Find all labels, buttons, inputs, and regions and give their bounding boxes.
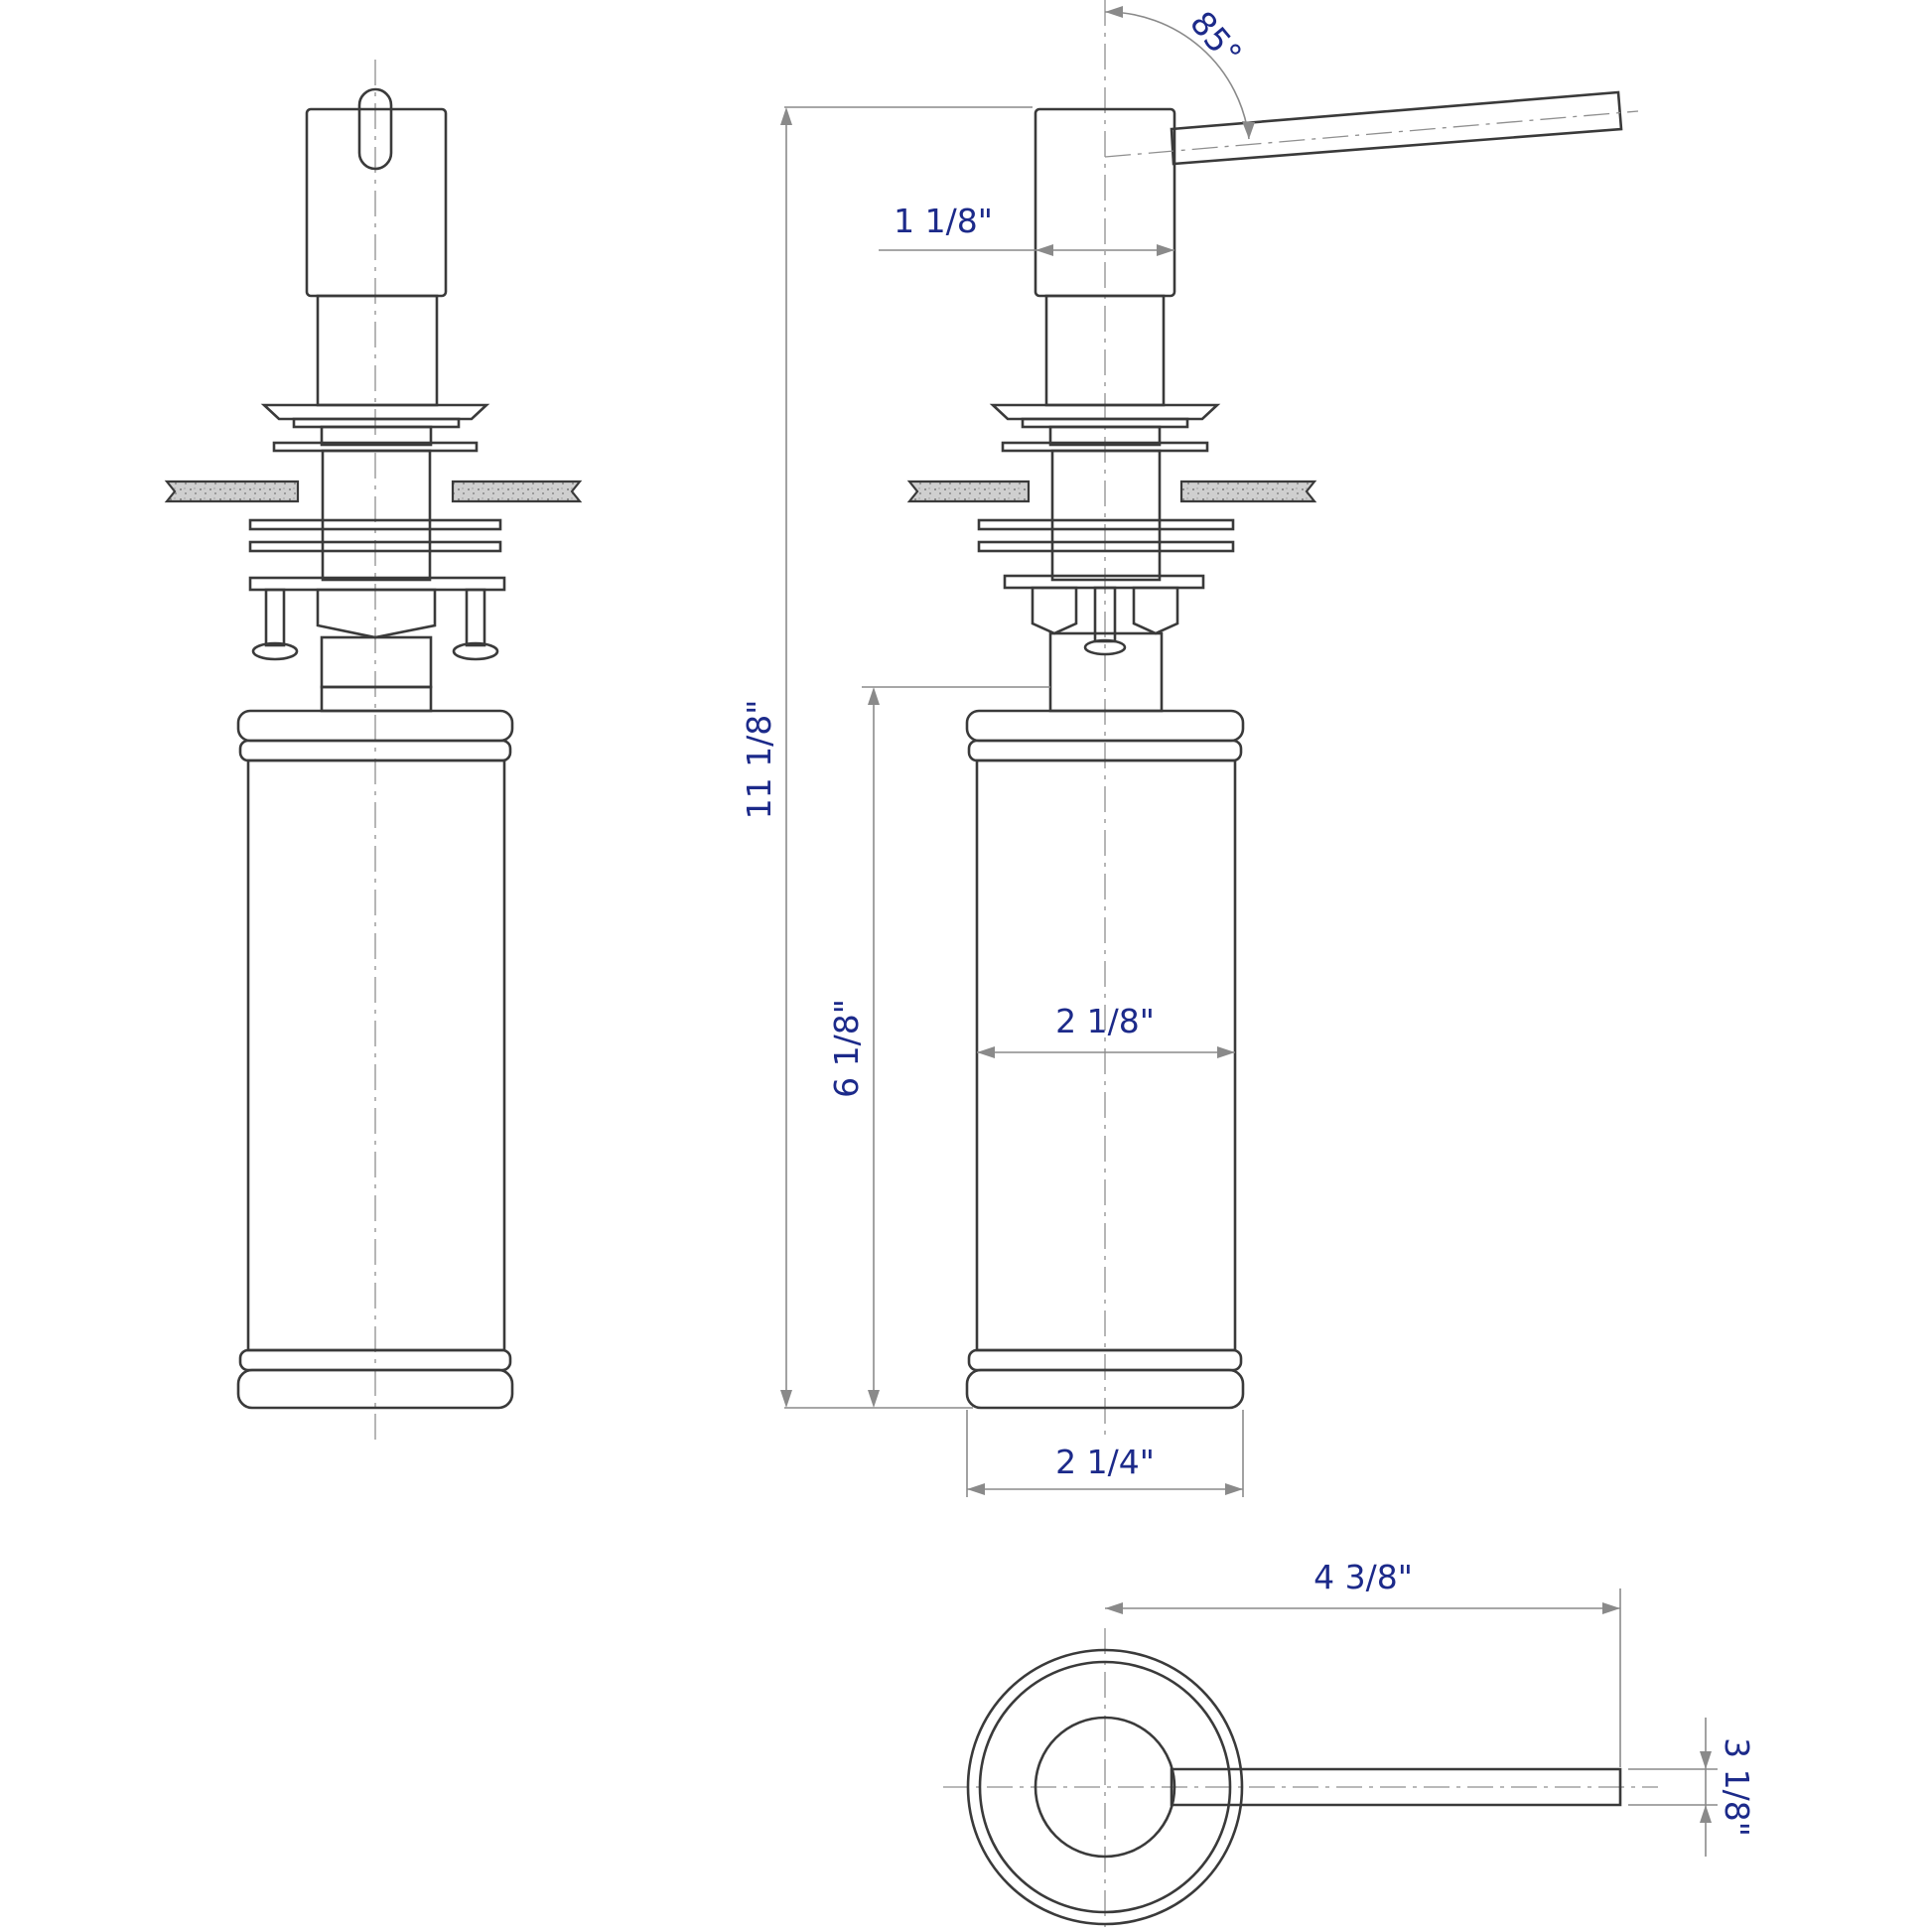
dimension-lines [780,6,1718,1857]
bottle-diameter-label: 2 1/8" [1055,1002,1155,1040]
spout-diameter-label: 3 1/8" [1718,1737,1756,1837]
overall-height-label: 11 1/8" [740,700,778,820]
side-view [906,0,1639,1440]
spout-length-label: 4 3/8" [1313,1558,1413,1596]
base-width-label: 2 1/4" [1055,1443,1155,1481]
bottle-height-label: 6 1/8" [827,999,866,1098]
front-view [164,60,583,1440]
head-diameter-label: 1 1/8" [894,202,993,240]
top-view [943,1628,1658,1932]
pump-button-front [357,87,393,171]
spout-angle-label: 85° [1182,4,1249,73]
